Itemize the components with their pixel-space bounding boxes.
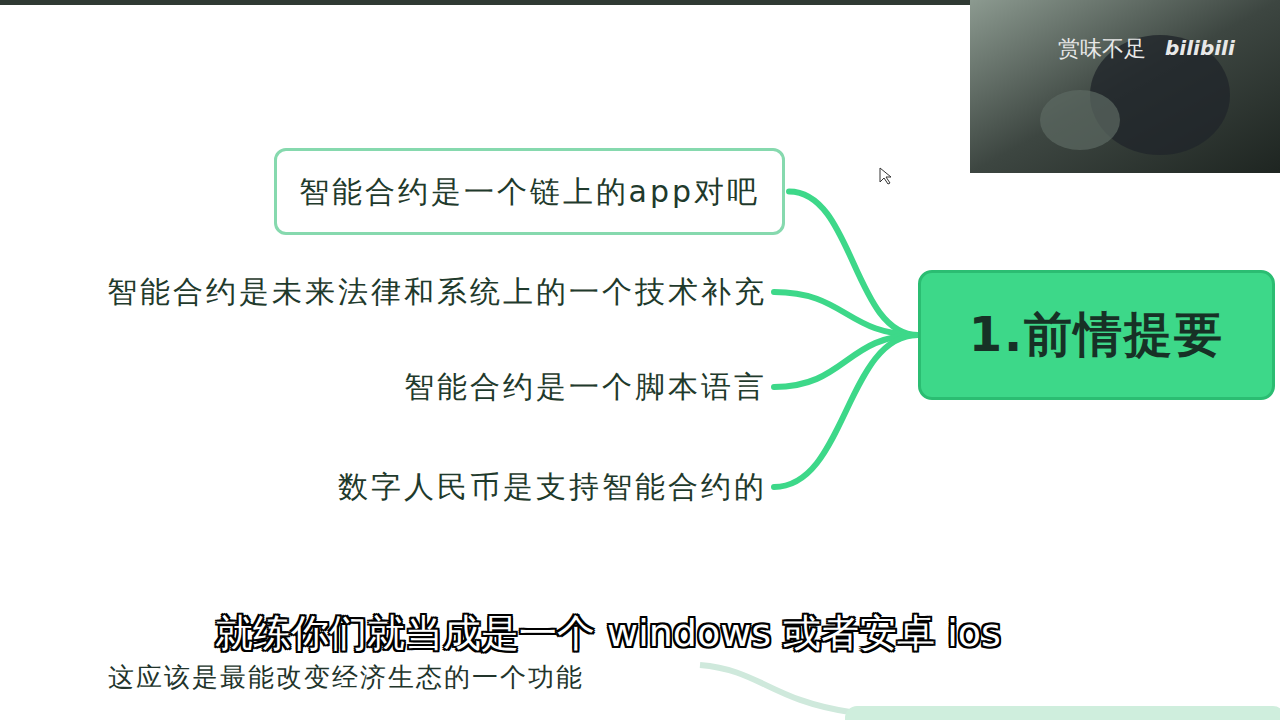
subtitle: 就练你们就当成是一个 windows 或者安卓 ios xyxy=(215,608,1001,659)
branch-line xyxy=(700,665,850,712)
branch-text: 这应该是最能改变经济生态的一个功能 xyxy=(105,660,587,694)
branch-connector xyxy=(774,335,918,487)
branch-text: 智能合约是未来法律和系统上的一个技术补充 xyxy=(104,270,770,314)
node-text: 数字人民币是支持智能合约的 xyxy=(338,467,767,507)
node-text: 这应该是最能改变经济生态的一个功能 xyxy=(108,660,584,695)
branch-text: 数字人民币是支持智能合约的 xyxy=(335,465,770,509)
node-text: 智能合约是一个链上的app对吧 xyxy=(299,172,760,212)
logo-text: bilibili xyxy=(1165,36,1235,60)
branch-text: 智能合约是一个脚本语言 xyxy=(401,365,770,409)
webcam-figure xyxy=(1040,90,1120,150)
node-text: 1.前情提要 xyxy=(969,303,1225,367)
mouse-cursor xyxy=(880,168,891,184)
branch-connector xyxy=(774,292,918,335)
offscreen-node xyxy=(845,706,1280,720)
node-text: 智能合约是未来法律和系统上的一个技术补充 xyxy=(107,272,767,312)
branch-connector xyxy=(789,192,918,336)
watermark: 赏味不足 xyxy=(1058,34,1146,64)
node-text: 智能合约是一个脚本语言 xyxy=(404,367,767,407)
branch-box: 智能合约是一个链上的app对吧 xyxy=(274,148,785,235)
webcam-frame xyxy=(970,0,1280,173)
root-node: 1.前情提要 xyxy=(918,270,1275,400)
